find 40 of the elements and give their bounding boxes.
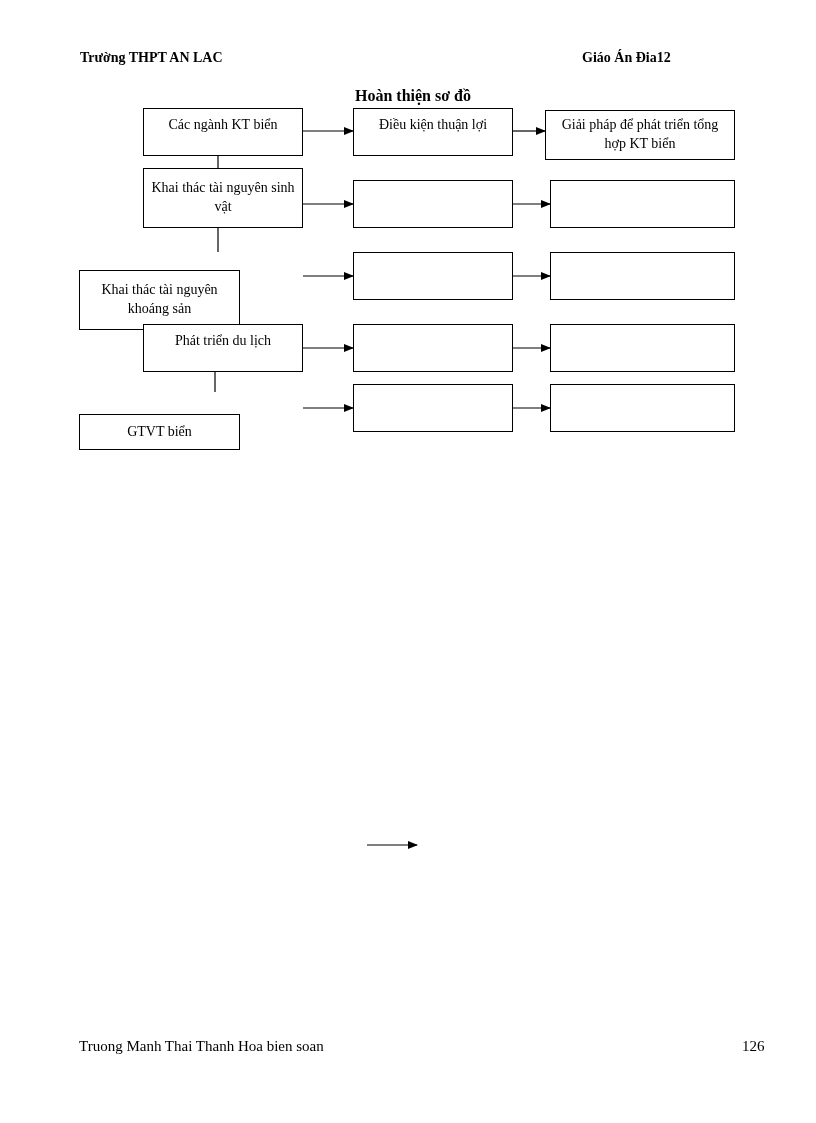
empty-box [550, 180, 735, 228]
author-footer: Truong Manh Thai Thanh Hoa bien soan [79, 1038, 324, 1055]
text-box [143, 168, 303, 228]
arrow [512, 404, 551, 412]
lesson-header: Giáo Án Đia12 [582, 50, 671, 66]
box-label: Khai thác tài nguyên sinh vật [150, 179, 296, 216]
text-box [143, 108, 303, 156]
empty-box [353, 180, 513, 228]
empty-box [550, 252, 735, 300]
box-label: Phát triển du lịch [174, 332, 271, 350]
arrow [512, 272, 551, 280]
arrow [512, 200, 551, 208]
box-label: GTVT biển [127, 422, 192, 441]
text-box [79, 270, 240, 330]
text-box [353, 108, 513, 156]
arrow [512, 127, 546, 135]
connector-line [217, 155, 219, 169]
diagram-title: Hoàn thiện sơ đồ [355, 87, 471, 105]
empty-box [353, 324, 513, 372]
box-label: Các ngành KT biển [168, 116, 278, 134]
box-label: Giải pháp để phát triển tổng hợp KT biển [560, 116, 720, 153]
arrow [302, 200, 354, 208]
text-box [79, 414, 240, 450]
box-label: Điều kiện thuận lợi [378, 116, 488, 134]
box-label: Khai thác tài nguyên khoáng sản [100, 281, 219, 318]
arrow [302, 127, 354, 135]
text-box [143, 324, 303, 372]
arrow [302, 344, 354, 352]
arrow [302, 272, 354, 280]
empty-box [353, 384, 513, 432]
school-header: Trường THPT AN LAC [80, 50, 223, 66]
empty-box [550, 384, 735, 432]
arrow [512, 344, 551, 352]
empty-box [550, 324, 735, 372]
connector-line [217, 227, 219, 253]
arrow [302, 404, 354, 412]
empty-box [353, 252, 513, 300]
text-box [545, 110, 735, 160]
connector-line [214, 371, 216, 393]
page-number: 126 [742, 1038, 765, 1055]
